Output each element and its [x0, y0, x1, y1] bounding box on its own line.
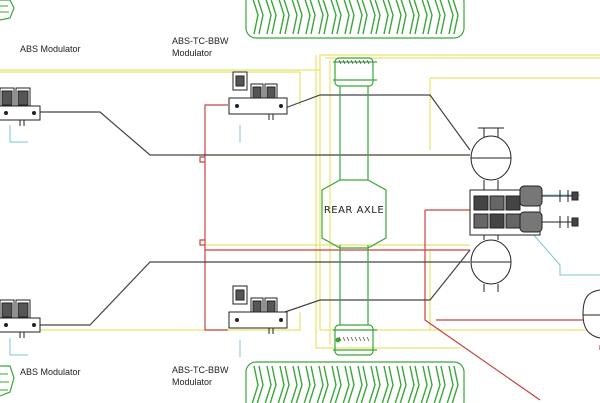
- tread-chevron: [447, 0, 459, 35]
- air-reservoir-top: [470, 127, 512, 190]
- air-reservoir-bottom: [470, 232, 512, 292]
- rear-axle: [321, 57, 387, 356]
- label-abs-tc-bbw-top-line1: ABS-TC-BBW: [172, 36, 229, 46]
- tread-chevron: [317, 0, 329, 35]
- tread-chevron: [421, 0, 433, 35]
- label-abs-modulator-bottom: ABS Modulator: [20, 367, 81, 377]
- tread-chevron: [304, 0, 316, 35]
- tread-chevron: [278, 0, 290, 35]
- bottom-tire: [245, 361, 465, 403]
- tread-chevron: [356, 0, 368, 35]
- tread-chevron: [251, 365, 264, 403]
- tread-chevron: [343, 0, 355, 35]
- tread-chevron: [277, 365, 290, 403]
- tread-chevron: [408, 0, 420, 35]
- tread-chevron: [342, 365, 355, 403]
- tread-chevron: [394, 365, 407, 403]
- air-reservoir-partial-right: [582, 289, 600, 339]
- label-abs-modulator-top: ABS Modulator: [20, 44, 81, 54]
- tread-chevron: [330, 0, 342, 35]
- tread-chevron: [355, 365, 368, 403]
- brake-lines: [199, 104, 600, 401]
- label-rear-axle: REAR AXLE: [324, 205, 384, 216]
- tread-chevron: [395, 0, 407, 35]
- tread-chevron: [264, 365, 277, 403]
- abs-tc-bbw-modulator-top: [228, 71, 288, 121]
- tread-chevron: [316, 365, 329, 403]
- label-abs-tc-bbw-bottom-line2: Modulator: [172, 377, 212, 387]
- tread-chevron: [265, 0, 277, 35]
- tread-chevron: [291, 0, 303, 35]
- tread-chevron: [290, 365, 303, 403]
- label-abs-tc-bbw-top-line2: Modulator: [172, 48, 212, 58]
- tread-chevron: [329, 365, 342, 403]
- control-valve-cluster: [469, 185, 579, 236]
- abs-modulator-bottom: [0, 299, 41, 339]
- tread-chevron: [446, 365, 459, 403]
- tread-chevron: [252, 0, 264, 35]
- signal-lines: [40, 94, 471, 326]
- tread-chevron: [434, 0, 446, 35]
- tread-chevron: [369, 0, 381, 35]
- left-tire-stub-top: [0, 0, 15, 21]
- tread-chevron: [368, 365, 381, 403]
- tread-chevron: [407, 365, 420, 403]
- left-tire-stub-bottom: [0, 365, 15, 397]
- aux-lines: [9, 125, 600, 357]
- axle-hatch-top: [338, 59, 370, 342]
- top-tire: [245, 0, 465, 39]
- tread-chevron: [382, 0, 394, 35]
- tread-chevron: [433, 365, 446, 403]
- tread-chevron: [303, 365, 316, 403]
- label-abs-tc-bbw-bottom-line1: ABS-TC-BBW: [172, 365, 229, 375]
- tread-chevron: [381, 365, 394, 403]
- abs-modulator-top: [0, 87, 41, 127]
- tread-chevron: [420, 365, 433, 403]
- abs-tc-bbw-modulator-bottom: [228, 285, 288, 335]
